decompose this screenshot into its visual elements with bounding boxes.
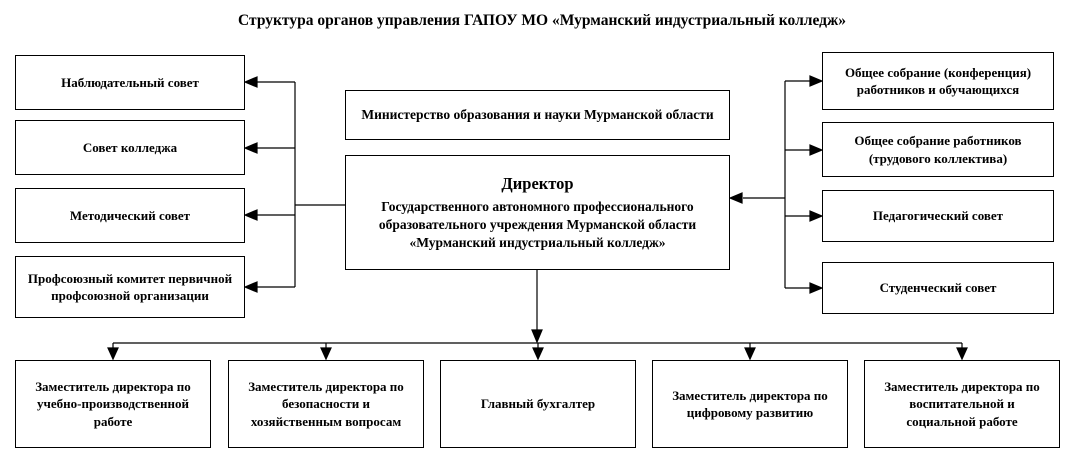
node-ministry: Министерство образования и науки Мурманс… — [345, 90, 730, 140]
node-general-meeting-workers: Общее собрание работников (трудового кол… — [822, 122, 1054, 177]
node-deputy-digital-development: Заместитель директора по цифровому разви… — [652, 360, 848, 448]
node-director: Директор Государственного автономного пр… — [345, 155, 730, 270]
node-chief-accountant: Главный бухгалтер — [440, 360, 636, 448]
node-general-meeting-conference: Общее собрание (конференция) работников … — [822, 52, 1054, 110]
node-pedagogical-council: Педагогический совет — [822, 190, 1054, 242]
node-student-council: Студенческий совет — [822, 262, 1054, 314]
director-heading: Директор — [501, 174, 574, 194]
node-trade-union-committee: Профсоюзный комитет первичной профсоюзно… — [15, 256, 245, 318]
node-methodical-council: Методический совет — [15, 188, 245, 243]
node-deputy-security-household: Заместитель директора по безопасности и … — [228, 360, 424, 448]
director-description: Государственного автономного профессиона… — [378, 199, 697, 250]
node-college-council: Совет колледжа — [15, 120, 245, 175]
diagram-title: Структура органов управления ГАПОУ МО «М… — [238, 12, 846, 29]
node-deputy-academic-production: Заместитель директора по учебно-производ… — [15, 360, 211, 448]
node-deputy-upbringing-social: Заместитель директора по воспитательной … — [864, 360, 1060, 448]
node-supervisory-board: Наблюдательный совет — [15, 55, 245, 110]
